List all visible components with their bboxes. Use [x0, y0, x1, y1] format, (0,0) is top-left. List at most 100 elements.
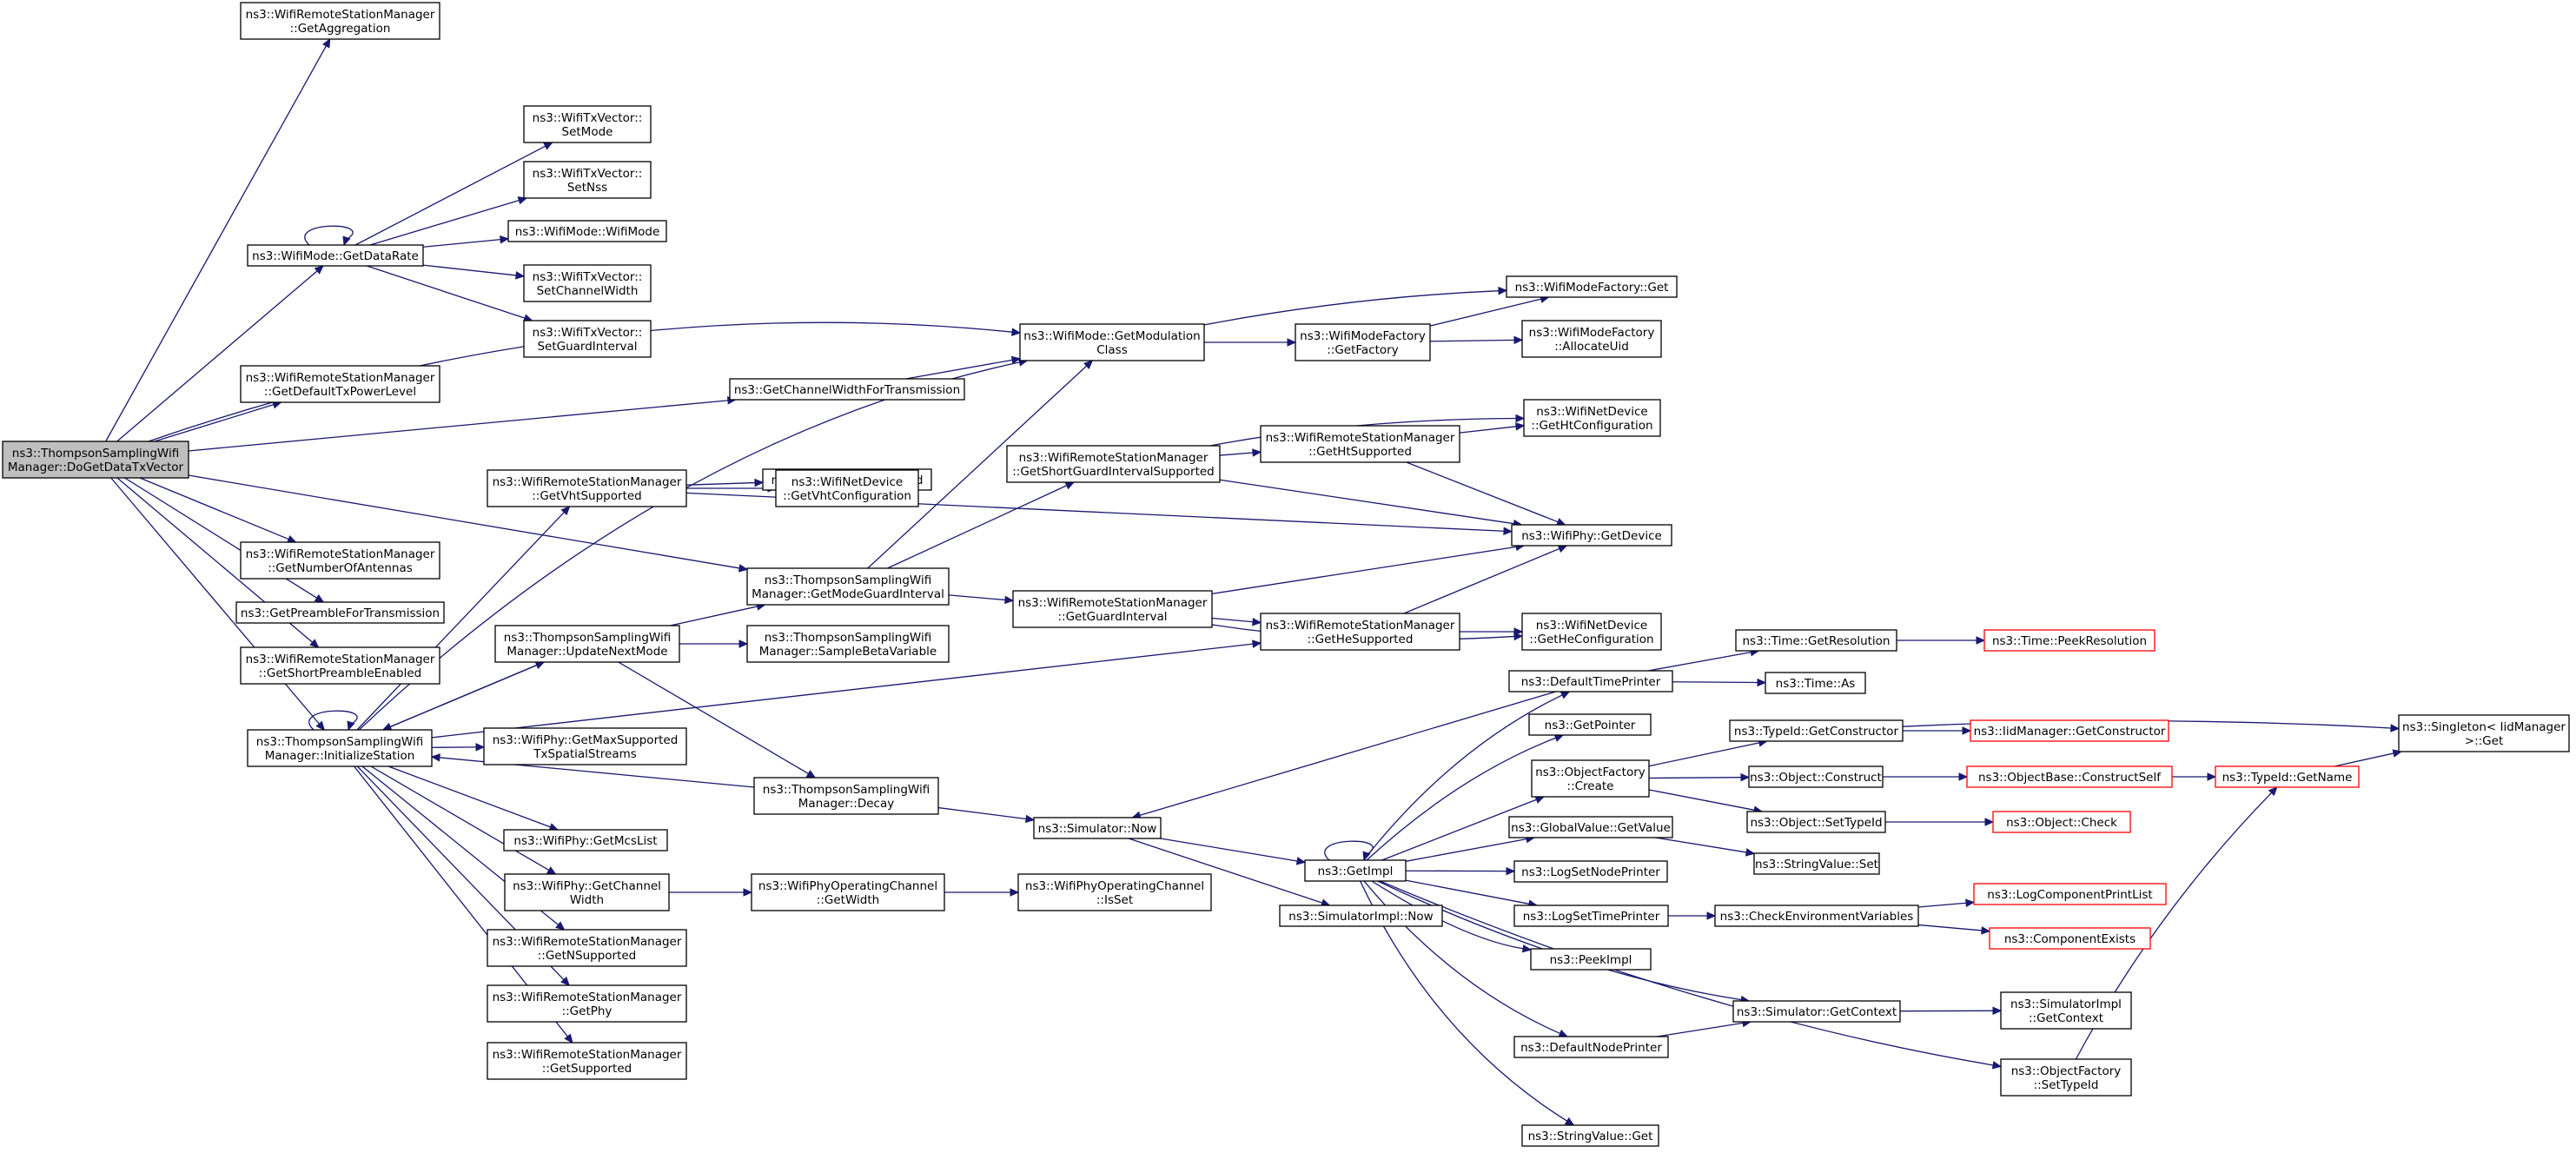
function-node-getShortGISupported[interactable]: ns3::WifiRemoteStationManager::GetShortG… [1006, 445, 1221, 483]
node-label: ns3::WifiPhy::GetMaxSupported [493, 733, 679, 747]
function-node-getSupported[interactable]: ns3::WifiRemoteStationManager::GetSuppor… [487, 1042, 687, 1080]
edge-initializeStation-to-getMcsList [387, 765, 560, 832]
function-node-simulatorImplNow[interactable]: ns3::SimulatorImpl::Now [1279, 905, 1443, 927]
edge-root-to-getNumberOfAntennas [139, 477, 297, 543]
function-node-peekImpl[interactable]: ns3::PeekImpl [1530, 948, 1652, 971]
function-node-stringValueSet[interactable]: ns3::StringValue::Set [1753, 852, 1880, 875]
node-box [2215, 765, 2360, 788]
node-label: ns3::WifiRemoteStationManager [246, 653, 435, 666]
function-node-getPhy[interactable]: ns3::WifiRemoteStationManager::GetPhy [487, 984, 687, 1023]
function-node-timeGetResolution[interactable]: ns3::Time::GetResolution [1735, 629, 1897, 652]
function-node-getFactory[interactable]: ns3::WifiModeFactory::GetFactory [1295, 323, 1431, 361]
node-box [2000, 1058, 2132, 1097]
function-node-getChannelWidthForTx[interactable]: ns3::GetChannelWidthForTransmission [729, 378, 965, 401]
node-box [1295, 323, 1431, 361]
function-node-setChannelWidth[interactable]: ns3::WifiTxVector::SetChannelWidth [523, 264, 652, 302]
function-node-getPointer[interactable]: ns3::GetPointer [1528, 713, 1652, 736]
node-label: Manager::UpdateNextMode [507, 645, 667, 659]
function-node-typeIdGetConstructor[interactable]: ns3::TypeId::GetConstructor [1729, 719, 1904, 742]
function-node-iidManagerGetConstructor[interactable]: ns3::IidManager::GetConstructor [1970, 719, 2169, 742]
node-box [1513, 905, 1669, 927]
function-node-componentExists[interactable]: ns3::ComponentExists [1989, 927, 2151, 950]
function-node-objectCheck[interactable]: ns3::Object::Check [1992, 811, 2131, 833]
node-label: ns3::Object::Check [2006, 816, 2117, 830]
function-node-opChannelGetWidth[interactable]: ns3::WifiPhyOperatingChannel::GetWidth [751, 873, 945, 911]
node-label: ns3::WifiMode::GetDataRate [252, 249, 419, 263]
node-label: ns3::DefaultNodePrinter [1520, 1041, 1662, 1055]
node-label: Manager::Decay [798, 797, 894, 811]
node-label: ns3::WifiModeFactory [1529, 326, 1655, 340]
function-node-getHeConfiguration[interactable]: ns3::WifiNetDevice::GetHeConfiguration [1521, 613, 1662, 651]
function-node-getHeSupported[interactable]: ns3::WifiRemoteStationManager::GetHeSupp… [1260, 613, 1460, 651]
function-node-simulatorGetContext[interactable]: ns3::Simulator::GetContext [1732, 1000, 1901, 1023]
node-label: ns3::WifiPhy::GetMcsList [513, 834, 657, 848]
function-node-simulatorImplGetContext[interactable]: ns3::SimulatorImpl::GetContext [2000, 991, 2132, 1030]
node-box [1508, 670, 1673, 692]
function-node-timeAs[interactable]: ns3::Time::As [1765, 672, 1866, 694]
function-node-getModeGuardInterval[interactable]: ns3::ThompsonSamplingWifiManager::GetMod… [746, 567, 950, 606]
edge-defaultTimePrinter-to-timeGetResolution [1648, 648, 1760, 672]
node-label: >::Get [2465, 734, 2503, 748]
function-node-objectFactorySetTypeId[interactable]: ns3::ObjectFactory::SetTypeId [2000, 1058, 2132, 1097]
function-node-logSetTimePrinter[interactable]: ns3::LogSetTimePrinter [1513, 905, 1669, 927]
function-node-getAggregation[interactable]: ns3::WifiRemoteStationManager::GetAggreg… [240, 2, 440, 40]
function-node-getVhtConfiguration[interactable]: ns3::WifiNetDevice::GetVhtConfiguration [775, 469, 919, 507]
node-label: ns3::PeekImpl [1550, 953, 1632, 967]
function-node-root[interactable]: ns3::ThompsonSamplingWifiManager::DoGetD… [2, 441, 189, 479]
function-node-simulatorNow[interactable]: ns3::Simulator::Now [1033, 817, 1162, 839]
function-node-objectSetTypeId[interactable]: ns3::Object::SetTypeId [1746, 811, 1886, 833]
function-node-getDataRate[interactable]: ns3::WifiMode::GetDataRate [247, 244, 424, 267]
function-node-initializeStation[interactable]: ns3::ThompsonSamplingWifiManager::Initia… [247, 729, 433, 767]
node-box [483, 727, 687, 765]
function-node-wifiModeFactoryGet[interactable]: ns3::WifiModeFactory::Get [1506, 275, 1678, 298]
edge-root-to-getModeGuardInterval [188, 474, 749, 573]
function-node-setNss[interactable]: ns3::WifiTxVector::SetNss [523, 161, 652, 199]
function-node-timePeekResolution[interactable]: ns3::Time::PeekResolution [1983, 629, 2155, 652]
function-node-objectFactoryCreate[interactable]: ns3::ObjectFactory::Create [1531, 759, 1650, 798]
function-node-defaultNodePrinter[interactable]: ns3::DefaultNodePrinter [1513, 1036, 1669, 1058]
function-node-getPreambleForTx[interactable]: ns3::GetPreambleForTransmission [235, 601, 445, 624]
function-node-sampleBetaVariable[interactable]: ns3::ThompsonSamplingWifiManager::Sample… [746, 625, 950, 663]
node-label: ::GetPhy [562, 1004, 613, 1018]
function-node-getNumberOfAntennas[interactable]: ns3::WifiRemoteStationManager::GetNumber… [240, 541, 440, 580]
function-node-logComponentPrintList[interactable]: ns3::LogComponentPrintList [1973, 883, 2167, 905]
function-node-getHtSupported[interactable]: ns3::WifiRemoteStationManager::GetHtSupp… [1260, 425, 1460, 463]
function-node-getHtConfiguration[interactable]: ns3::WifiNetDevice::GetHtConfiguration [1523, 399, 1661, 437]
function-node-checkEnvVars[interactable]: ns3::CheckEnvironmentVariables [1714, 905, 1919, 927]
function-node-getMcsList[interactable]: ns3::WifiPhy::GetMcsList [503, 829, 668, 851]
function-node-typeIdGetName[interactable]: ns3::TypeId::GetName [2215, 765, 2360, 788]
node-label: ::GetHtSupported [1308, 445, 1412, 459]
function-node-getGuardInterval[interactable]: ns3::WifiRemoteStationManager::GetGuardI… [1012, 590, 1213, 628]
function-node-getVhtSupported[interactable]: ns3::WifiRemoteStationManager::GetVhtSup… [487, 469, 687, 507]
function-node-setGuardInterval[interactable]: ns3::WifiTxVector::SetGuardInterval [523, 320, 652, 358]
edge-initializeStation-to-initializeStation [308, 710, 358, 732]
edge-initializeStation-to-getHeSupported [431, 639, 1262, 739]
function-node-phyGetChannelWidth[interactable]: ns3::WifiPhy::GetChannelWidth [504, 873, 670, 911]
function-node-logSetNodePrinter[interactable]: ns3::LogSetNodePrinter [1513, 860, 1668, 883]
node-label: ns3::WifiRemoteStationManager [246, 8, 435, 22]
function-node-defaultTimePrinter[interactable]: ns3::DefaultTimePrinter [1508, 670, 1673, 692]
function-node-getShortPreambleEnabled[interactable]: ns3::WifiRemoteStationManager::GetShortP… [240, 646, 440, 685]
function-node-constructSelf[interactable]: ns3::ObjectBase::ConstructSelf [1966, 765, 2173, 788]
function-node-globalValueGetValue[interactable]: ns3::GlobalValue::GetValue [1508, 816, 1673, 838]
function-node-wifiModeCtor[interactable]: ns3::WifiMode::WifiMode [507, 220, 667, 242]
node-box [235, 601, 445, 624]
function-node-allocateUid[interactable]: ns3::WifiModeFactory::AllocateUid [1521, 320, 1662, 358]
function-node-getDefaultTxPowerLevel[interactable]: ns3::WifiRemoteStationManager::GetDefaul… [240, 365, 440, 403]
function-node-getNSupported[interactable]: ns3::WifiRemoteStationManager::GetNSuppo… [487, 929, 687, 967]
function-node-getImpl[interactable]: ns3::GetImpl [1304, 859, 1407, 882]
edge-root-to-getDefaultTxPowerLevel [154, 401, 282, 442]
function-node-singletonGet[interactable]: ns3::Singleton< IidManager >::Get [2398, 714, 2570, 752]
function-node-getDevice[interactable]: ns3::WifiPhy::GetDevice [1511, 524, 1672, 547]
function-node-objectConstruct[interactable]: ns3::Object::Construct [1748, 765, 1884, 788]
function-node-updateNextMode[interactable]: ns3::ThompsonSamplingWifiManager::Update… [494, 625, 680, 663]
node-label: ns3::GetChannelWidthForTransmission [734, 383, 960, 397]
function-node-opChannelIsSet[interactable]: ns3::WifiPhyOperatingChannel::IsSet [1017, 873, 1212, 911]
function-node-getMaxSupportedTxSS[interactable]: ns3::WifiPhy::GetMaxSupportedTxSpatialSt… [483, 727, 687, 765]
node-box [1521, 1124, 1659, 1147]
function-node-setMode[interactable]: ns3::WifiTxVector::SetMode [523, 105, 652, 143]
function-node-stringValueGet[interactable]: ns3::StringValue::Get [1521, 1124, 1659, 1147]
node-label: ns3::WifiTxVector:: [533, 326, 643, 340]
